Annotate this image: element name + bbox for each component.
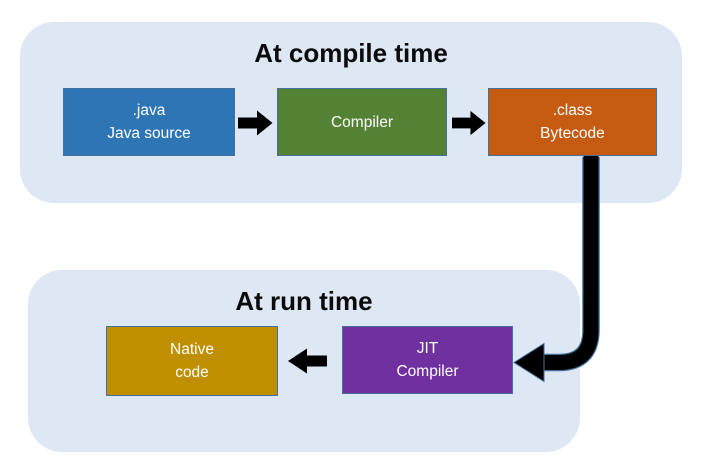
arrow-left-jit-to-native-icon (288, 348, 327, 374)
java-source-box: .java Java source (63, 88, 235, 156)
run-time-panel: At run time Native code JIT Compiler (28, 270, 580, 452)
arrow-right-java-to-compiler-icon (238, 110, 273, 136)
compile-time-title: At compile time (254, 38, 448, 68)
run-time-title: At run time (235, 286, 373, 316)
arrow-right-shape (238, 110, 273, 136)
jit-compiler-box: JIT Compiler (342, 326, 513, 394)
class-bytecode-box: .class Bytecode (488, 88, 657, 156)
arrow-right-shape (452, 110, 486, 136)
jit-compiler-label-line1: JIT (416, 340, 439, 357)
class-bytecode-label-line1: .class (552, 102, 593, 119)
compiler-label: Compiler (330, 113, 393, 131)
jit-compiler-label-line2: Compiler (396, 363, 459, 380)
compile-time-panel: At compile time .java Java source Compil… (20, 22, 682, 203)
native-code-box: Native code (106, 326, 278, 396)
native-code-label-line2: code (175, 364, 209, 381)
java-source-label-line1: .java (132, 102, 166, 119)
arrow-right-compiler-to-class-icon (452, 110, 486, 136)
compiler-box: Compiler (277, 88, 447, 156)
class-bytecode-label-line2: Bytecode (540, 125, 605, 142)
arrow-left-shape (288, 348, 327, 374)
java-source-label-line2: Java source (107, 125, 191, 142)
native-code-label-line1: Native (170, 341, 214, 358)
